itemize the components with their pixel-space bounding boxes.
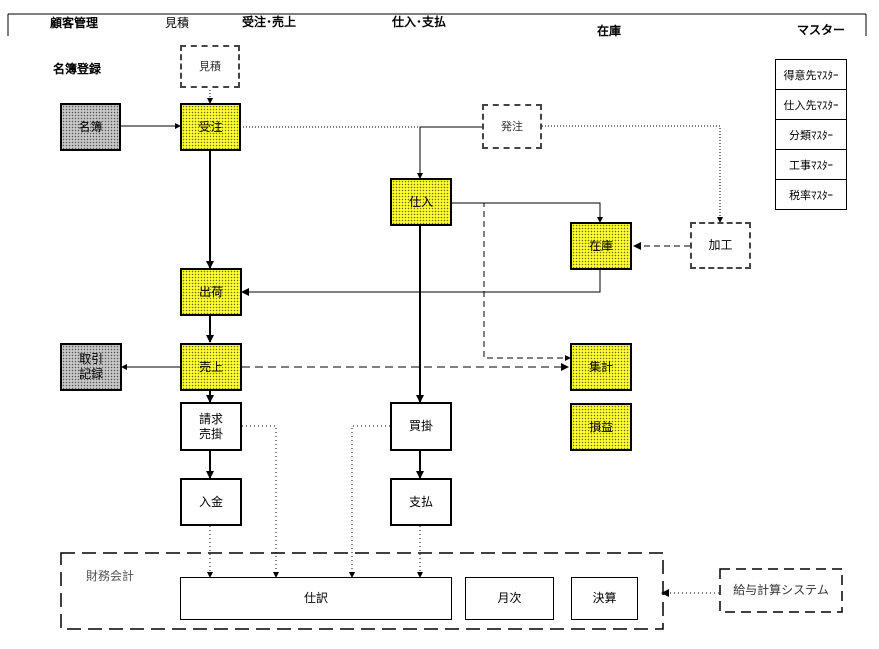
roster-registration-label: 名簿登録 [53,62,102,76]
order-node[interactable]: 受注 [180,103,241,151]
header-customer: 顧客管理 [50,16,99,30]
monthly-node[interactable]: 月次 [465,577,554,620]
purchase-node[interactable]: 仕入 [390,178,452,226]
payroll-system-node[interactable]: 給与計算システム [733,583,829,597]
customer-master-item[interactable]: 得意先ﾏｽﾀｰ [775,59,847,90]
category-master-item[interactable]: 分類ﾏｽﾀｰ [775,120,847,150]
roster-node[interactable]: 名簿 [60,103,121,151]
purchase-order-node[interactable]: 発注 [482,104,542,149]
estimate-node[interactable]: 見積 [180,45,240,88]
invoice-receivable-node[interactable]: 請求 売掛 [180,402,242,451]
header-estimate: 見積 [165,16,190,30]
stock-node[interactable]: 在庫 [570,222,632,270]
accounting-title: 財務会計 [86,569,135,583]
accounts-payable-node[interactable]: 買掛 [390,402,452,451]
trade-record-node[interactable]: 取引 記録 [60,343,122,391]
sales-node[interactable]: 売上 [180,343,242,391]
tax-rate-master-item[interactable]: 税率ﾏｽﾀｰ [775,180,847,210]
settlement-node[interactable]: 決算 [571,577,638,620]
processing-node[interactable]: 加工 [690,222,751,269]
header-purchase-payment: 仕入･支払 [392,15,447,29]
header-master: マスター [797,23,846,37]
construction-master-item[interactable]: 工事ﾏｽﾀｰ [775,150,847,180]
supplier-master-item[interactable]: 仕入先ﾏｽﾀｰ [775,90,847,120]
header-inventory: 在庫 [597,24,622,38]
receipt-node[interactable]: 入金 [180,478,242,526]
journal-node[interactable]: 仕訳 [180,577,452,620]
payment-node[interactable]: 支払 [390,478,452,526]
master-list: 得意先ﾏｽﾀｰ 仕入先ﾏｽﾀｰ 分類ﾏｽﾀｰ 工事ﾏｽﾀｰ 税率ﾏｽﾀｰ [775,59,847,210]
header-order-sales: 受注･売上 [242,15,297,29]
shipping-node[interactable]: 出荷 [180,268,242,316]
profit-loss-node[interactable]: 損益 [570,403,632,451]
aggregate-node[interactable]: 集計 [570,343,632,391]
